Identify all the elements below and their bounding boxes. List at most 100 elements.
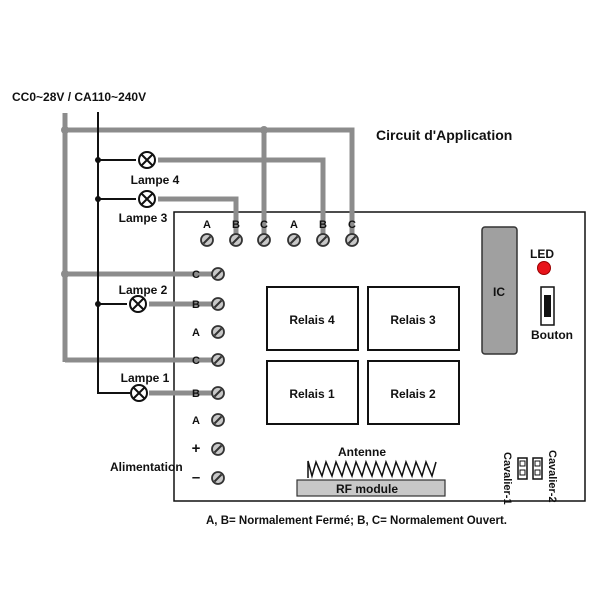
screw-slot (347, 235, 357, 245)
lamp-2: Lampe 2 (119, 283, 168, 313)
terminals: A B C A B C C B A C B A + – (192, 219, 359, 486)
ic-chip (481, 226, 518, 355)
jumper-2[interactable] (532, 457, 543, 480)
lamp-label: Lampe 3 (119, 211, 168, 225)
terminal-screw[interactable] (257, 233, 271, 247)
terminal-screw[interactable] (211, 471, 225, 485)
junction-dot (61, 126, 69, 134)
lamp-cross (132, 386, 146, 400)
left-terminal-label: A (192, 327, 200, 339)
power-supply-label: Alimentation (110, 460, 183, 474)
lamp-label: Lampe 4 (131, 173, 180, 187)
top-terminal-label: A (203, 219, 211, 231)
junction-dot (95, 157, 101, 163)
controller-board (173, 211, 586, 502)
relay-2 (367, 360, 460, 425)
screw-slot (318, 235, 328, 245)
contact-legend-footnote: A, B= Normalement Fermé; B, C= Normaleme… (206, 515, 507, 527)
terminal-screw[interactable] (211, 297, 225, 311)
rf-module-label: RF module (336, 482, 398, 496)
jumper-pin (534, 469, 541, 476)
led-label: LED (530, 247, 554, 261)
screw-slot (202, 235, 212, 245)
junction-dot (61, 270, 69, 278)
relay-1-label: Relais 1 (289, 387, 335, 401)
lamps: Lampe 4 Lampe 3 Lampe 2 Lampe 1 (119, 151, 180, 402)
relay-4 (266, 286, 359, 351)
black-bus (97, 112, 130, 394)
lamp-cross (140, 153, 154, 167)
lamp-cross (140, 192, 154, 206)
lamp-cross (131, 297, 145, 311)
jumper-pin (519, 469, 526, 476)
lamp-label: Lampe 2 (119, 283, 168, 297)
screw-slot (259, 235, 269, 245)
top-terminal-label: B (319, 219, 327, 231)
terminal-screw[interactable] (211, 386, 225, 400)
wire-lamp3-b1 (158, 196, 239, 240)
screw-slot (213, 444, 223, 454)
left-terminal-label: B (192, 388, 200, 400)
terminal-screw[interactable] (229, 233, 243, 247)
ic-label: IC (493, 285, 505, 299)
top-terminal-label: C (348, 219, 356, 231)
top-terminal-label: A (290, 219, 298, 231)
terminal-screw[interactable] (316, 233, 330, 247)
screw-slot (213, 355, 223, 365)
terminal-screw[interactable] (211, 353, 225, 367)
jumper-2-label: Cavalier-2 (546, 450, 558, 503)
diagram-title: Circuit d'Application (376, 127, 512, 143)
screw-slot (213, 299, 223, 309)
screw-slot (213, 388, 223, 398)
terminal-screw[interactable] (345, 233, 359, 247)
wire-lamp4-b2 (158, 157, 326, 240)
black-wires (97, 112, 136, 394)
terminal-screw[interactable] (200, 233, 214, 247)
led-indicator (537, 261, 551, 275)
relays: Relais 4 Relais 3 Relais 1 Relais 2 (266, 286, 460, 425)
screw-slot (213, 269, 223, 279)
terminal-screw[interactable] (211, 325, 225, 339)
supply-voltage-label: CC0~28V / CA110~240V (12, 90, 146, 104)
button-label: Bouton (531, 328, 573, 342)
left-terminal-label: – (192, 469, 200, 486)
top-terminal-label: C (260, 219, 268, 231)
gray-wires (62, 113, 355, 396)
terminal-screw[interactable] (287, 233, 301, 247)
relay-3-label: Relais 3 (390, 313, 436, 327)
lamp-label: Lampe 1 (121, 371, 170, 385)
top-terminal-label: B (232, 219, 240, 231)
relay-4-label: Relais 4 (289, 313, 335, 327)
relay-1 (266, 360, 359, 425)
terminal-screw[interactable] (211, 442, 225, 456)
left-terminal-label: C (192, 355, 200, 367)
button-actuator (544, 295, 551, 317)
antenna-coil (307, 459, 437, 479)
screw-slot (213, 415, 223, 425)
relay-3 (367, 286, 460, 351)
jumpers: Cavalier-1 Cavalier-2 (501, 450, 558, 505)
screw-slot (231, 235, 241, 245)
left-terminal-label: + (192, 440, 201, 457)
jumper-1[interactable] (517, 457, 528, 480)
jumper-1-label: Cavalier-1 (501, 452, 513, 505)
lamp-3: Lampe 3 (119, 190, 168, 225)
left-terminal-label: A (192, 415, 200, 427)
lamp-1: Lampe 1 (121, 371, 170, 402)
relay-2-label: Relais 2 (390, 387, 436, 401)
terminal-screw[interactable] (211, 413, 225, 427)
junction-dot (260, 126, 268, 134)
screw-slot (213, 327, 223, 337)
screw-slot (289, 235, 299, 245)
rf-module (296, 479, 446, 497)
terminal-screw[interactable] (211, 267, 225, 281)
wire-to-top-c2 (65, 127, 355, 240)
jumper-pin (519, 460, 526, 467)
jumper-pin (534, 460, 541, 467)
antenna-label: Antenne (338, 445, 386, 459)
junction-dot (95, 196, 101, 202)
left-terminal-label: B (192, 299, 200, 311)
screw-slot (213, 473, 223, 483)
left-terminal-label: C (192, 269, 200, 281)
